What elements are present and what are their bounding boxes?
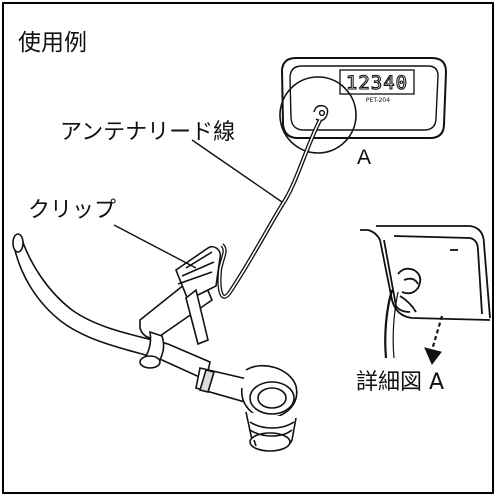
antenna-wire-label: アンテナリード線 [60, 120, 236, 145]
meter-display-digits: 12340 [346, 72, 408, 94]
wire-connector [313, 104, 329, 122]
detail-view-a [360, 225, 491, 359]
clip-label: クリップ [28, 198, 117, 223]
bar-end-mount [195, 364, 298, 452]
detail-a-label: 詳細図 A [356, 370, 445, 395]
clip-assembly [139, 245, 222, 369]
clip-leader-line [113, 224, 197, 269]
antenna-lead-wire [217, 119, 322, 299]
detail-magnifier-circle [279, 76, 357, 154]
meter-model-text: PET-204 [366, 97, 390, 104]
detail-arrow [424, 315, 444, 365]
antenna-leader-line [191, 139, 283, 203]
meter-device [280, 57, 448, 139]
lcd-display [339, 69, 415, 95]
figure-title: 使用例 [18, 30, 87, 56]
marker-a-label: A [357, 146, 372, 169]
